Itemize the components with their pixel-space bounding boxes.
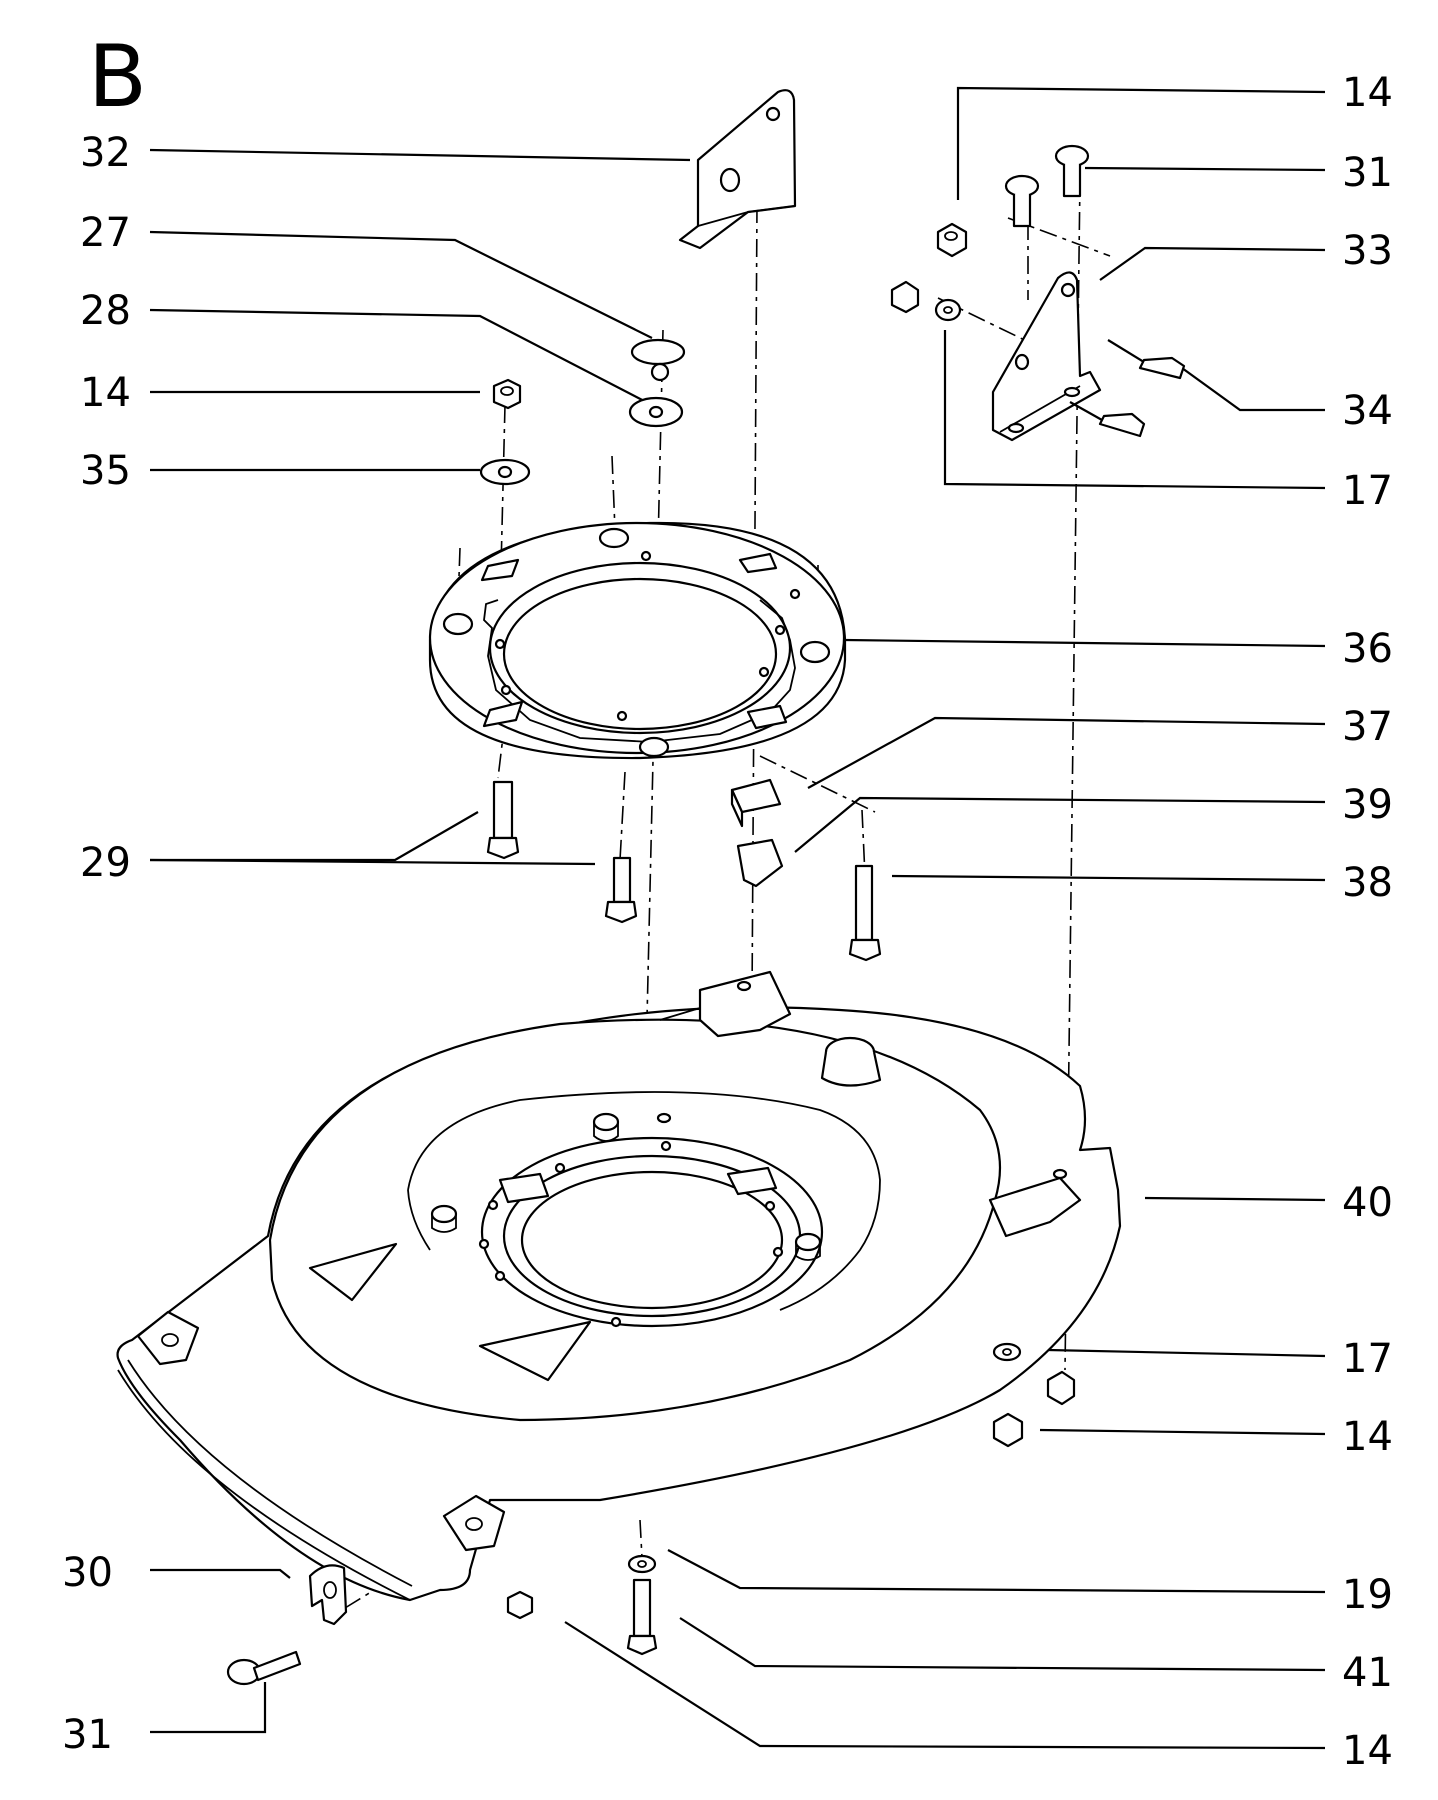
part-29-38-bolts: [486, 780, 882, 962]
callout-14-top: 14: [1342, 70, 1393, 116]
leader-lines: [149, 86, 1326, 1750]
callout-19: 19: [1342, 1572, 1393, 1618]
part-14-35-nut-washer: [479, 378, 531, 486]
callout-39: 39: [1342, 782, 1393, 828]
part-40-deck: [116, 970, 1122, 1602]
callout-17-bottom: 17: [1342, 1336, 1393, 1382]
callout-33: 33: [1342, 228, 1393, 274]
callout-35: 35: [80, 448, 131, 494]
callout-34: 34: [1342, 388, 1393, 434]
callout-30: 30: [62, 1550, 113, 1596]
callout-32: 32: [80, 130, 131, 176]
callout-40: 40: [1342, 1180, 1393, 1226]
callout-36: 36: [1342, 626, 1393, 672]
callout-38: 38: [1342, 860, 1393, 906]
part-27-28-cap-washer: [628, 338, 686, 428]
callout-labels: 14 31 33 32 27 28 14 35 34 17 36 37 39 2…: [62, 70, 1393, 1774]
callout-17-top: 17: [1342, 468, 1393, 514]
callout-31-top: 31: [1342, 150, 1393, 196]
bottom-hardware: [226, 1342, 1076, 1686]
callout-29: 29: [80, 840, 131, 886]
callout-31-bottom: 31: [62, 1712, 113, 1758]
part-36-plate: [428, 521, 847, 760]
part-37-39-blocks: [730, 778, 784, 888]
callout-41: 41: [1342, 1650, 1393, 1696]
deck-bosses: [430, 1112, 822, 1261]
callout-14-bottom: 14: [1342, 1728, 1393, 1774]
part-33-right-bracket: [890, 144, 1186, 442]
callout-37: 37: [1342, 704, 1393, 750]
callout-14-right: 14: [1342, 1414, 1393, 1460]
callout-27: 27: [80, 210, 131, 256]
part-32-bracket: [678, 89, 797, 250]
section-letter: B: [88, 27, 147, 127]
callout-28: 28: [80, 288, 131, 334]
callout-14-left: 14: [80, 370, 131, 416]
